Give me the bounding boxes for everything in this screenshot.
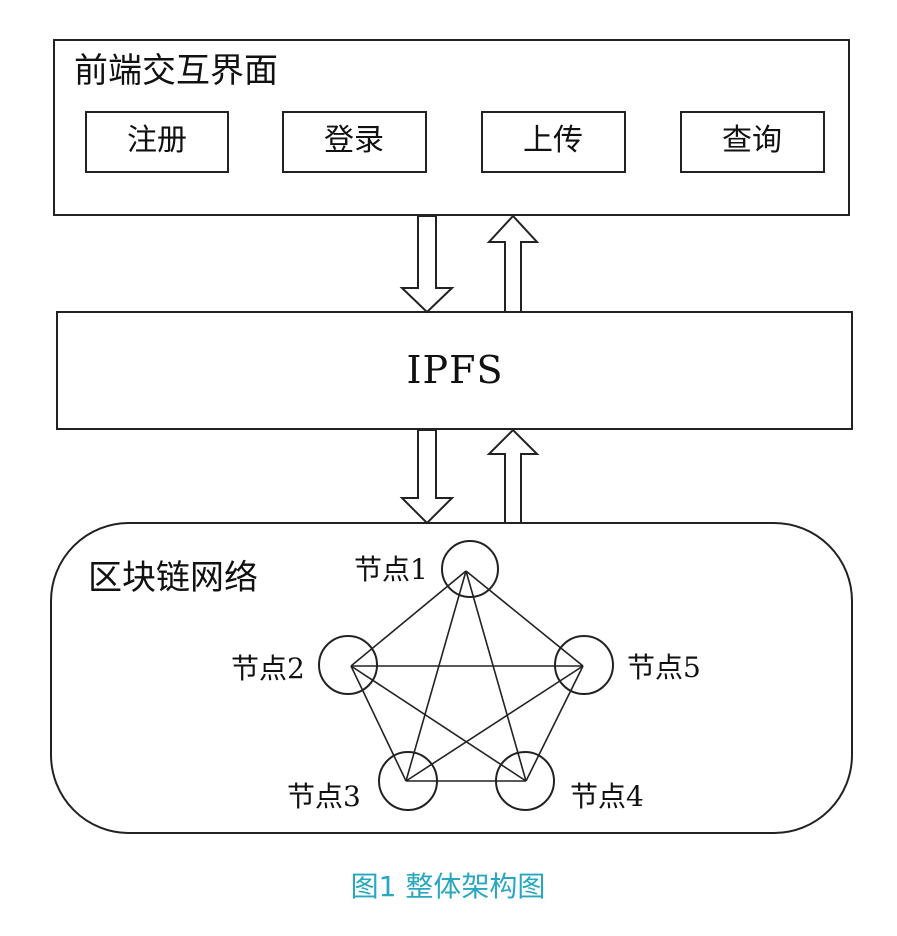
node-2: 节点2: [231, 635, 378, 695]
node-4: 节点4: [495, 751, 644, 813]
edge-1-4: [465, 570, 527, 782]
node-connections: [350, 570, 584, 782]
frontend-ipfs-arrows: [399, 214, 540, 314]
node-4-label: 节点4: [570, 780, 644, 813]
up-arrow-bottom: [486, 428, 540, 524]
node-5-label: 节点5: [627, 651, 701, 684]
frontend-panel: 前端交互界面 注册 登录 上传 查询: [53, 39, 850, 216]
edge-4-5: [525, 665, 584, 782]
login-label: 登录: [324, 123, 384, 158]
login-box: 登录: [282, 111, 427, 173]
edge-1-5: [465, 570, 584, 667]
edge-3-5: [405, 665, 584, 782]
register-label: 注册: [127, 123, 187, 158]
query-label: 查询: [722, 123, 782, 158]
query-rect: [680, 111, 825, 173]
upload-box: 上传: [481, 111, 626, 173]
down-arrow-bottom: [399, 429, 455, 525]
node-4-circle: [495, 751, 555, 811]
up-arrow-top: [486, 214, 540, 313]
node-2-label: 节点2: [231, 652, 305, 685]
upload-label: 上传: [523, 123, 583, 158]
upload-rect: [481, 111, 626, 173]
edge-1-3: [405, 570, 467, 782]
blockchain-panel: 区块链网络 节点1 节点2 节点3 节点4: [50, 522, 853, 834]
frontend-title: 前端交互界面: [74, 51, 278, 91]
ipfs-panel: IPFS: [56, 311, 853, 430]
node-3-label: 节点3: [287, 780, 361, 813]
node-2-circle: [318, 635, 378, 695]
ipfs-label: IPFS: [407, 348, 504, 392]
blockchain-box: [50, 522, 853, 834]
ipfs-box: [56, 311, 853, 430]
node-3: 节点3: [287, 751, 438, 813]
frontend-box: [53, 39, 850, 216]
node-1-circle: [441, 540, 499, 598]
query-box: 查询: [680, 111, 825, 173]
node-3-circle: [378, 751, 438, 811]
register-box: 注册: [85, 111, 229, 173]
node-1: 节点1: [354, 540, 499, 598]
figure-caption: 图1 整体架构图: [351, 870, 546, 903]
node-5: 节点5: [554, 635, 701, 695]
register-rect: [85, 111, 229, 173]
node-1-label: 节点1: [354, 553, 428, 586]
ipfs-blockchain-arrows: [399, 428, 540, 525]
blockchain-title: 区块链网络: [88, 558, 258, 598]
edge-2-4: [350, 665, 527, 782]
down-arrow-top: [399, 215, 455, 314]
node-5-circle: [554, 635, 614, 695]
login-rect: [282, 111, 427, 173]
edge-2-3: [350, 665, 407, 782]
edge-1-2: [350, 570, 467, 667]
